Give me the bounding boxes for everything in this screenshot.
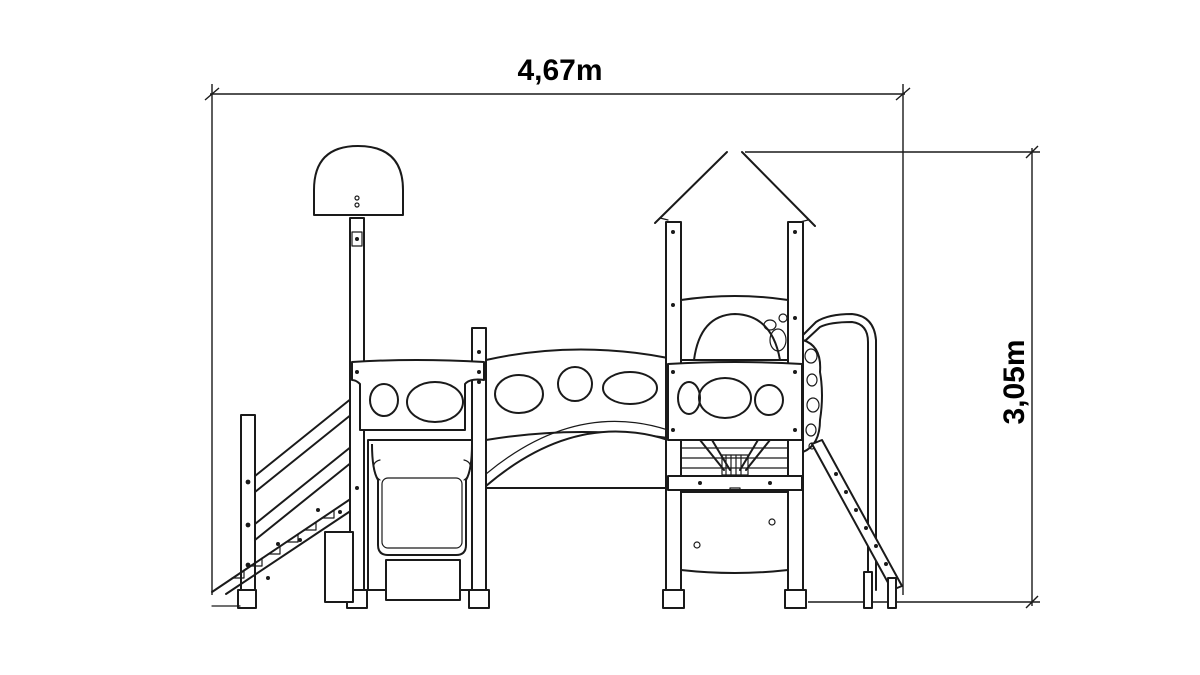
bridge-panel [485, 348, 669, 441]
stair-post-foot [237, 589, 257, 609]
slide-exit [385, 559, 461, 601]
entry-stairs [211, 397, 353, 609]
bridge-hole-2 [557, 366, 593, 402]
bridge-hole-1 [494, 374, 544, 414]
slide-chute [371, 443, 473, 556]
tower-panel-hole-2 [698, 377, 752, 419]
height-tick-top [1025, 145, 1039, 159]
roof-left-edge [654, 151, 728, 224]
ramp-handrail [802, 313, 877, 591]
slide [324, 439, 478, 603]
width-tick-left [204, 87, 220, 101]
tower-right-foot [784, 589, 807, 609]
tower-front-panel [667, 361, 803, 441]
height-dimension: 3,05m [745, 145, 1040, 609]
tower-deck [667, 475, 803, 491]
roof-right-edge [741, 151, 816, 227]
bridge-deck [485, 430, 669, 489]
tower-left-foot [662, 589, 685, 609]
middle-post [468, 327, 490, 609]
width-tick-right [895, 87, 911, 101]
tower [654, 151, 816, 609]
bridge-hole-3 [602, 371, 658, 405]
ramp-foot-right [887, 577, 897, 609]
left-panel-hole-2 [406, 381, 464, 423]
tower-panel-hole-3 [754, 384, 784, 416]
tower-back-panel [680, 295, 789, 361]
basketball-backboard [313, 145, 404, 216]
ramp-board [811, 439, 903, 591]
height-label: 3,05m [998, 339, 1031, 424]
bridge [485, 348, 669, 489]
left-panel-hole-1 [369, 383, 399, 417]
basketball-post [313, 145, 404, 609]
tower-lower-panel [680, 491, 789, 574]
climbing-ramp [802, 313, 903, 609]
tower-arch [693, 313, 781, 361]
width-label: 4,67m [517, 54, 602, 87]
ramp-foot-left [863, 571, 873, 609]
height-tick-bottom [1025, 595, 1039, 609]
left-barrier-panel [351, 359, 485, 431]
middle-post-foot [468, 589, 490, 609]
slide-side-panel [324, 531, 354, 603]
width-dimension: 4,67m [204, 54, 911, 595]
